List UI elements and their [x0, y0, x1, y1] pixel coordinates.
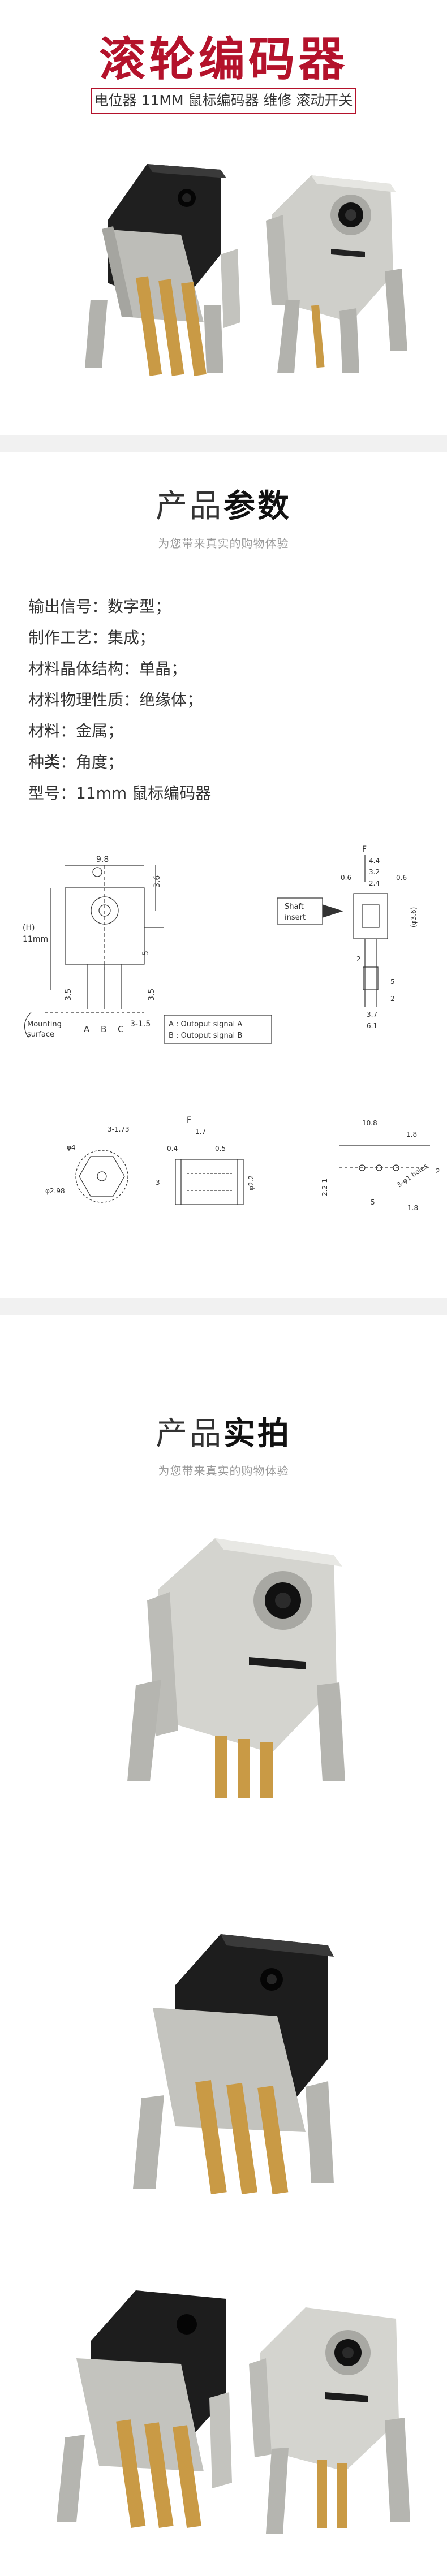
- dim-H: (H): [23, 924, 35, 933]
- dim-0-6-b: 0.6: [396, 874, 407, 882]
- dim-10-8: 10.8: [362, 1119, 377, 1127]
- dim-0-5: 0.5: [215, 1145, 226, 1153]
- dim-3: 3: [156, 1179, 160, 1186]
- mounting-label-2: surface: [27, 1030, 54, 1039]
- params-tagline: 为您带来真实的购物体验: [158, 537, 289, 550]
- shaft-label-2: insert: [285, 913, 306, 922]
- dim-6-1: 6.1: [367, 1022, 377, 1030]
- encoder-pair-photo: [85, 164, 407, 376]
- photos-title-bold: 实拍: [224, 1416, 291, 1452]
- photos-title-thin: 产品: [156, 1416, 224, 1452]
- photos-title: 产品实拍: [0, 1408, 447, 1454]
- spec-item: 材料：金属；: [28, 722, 124, 740]
- dim-3-2: 3.2: [369, 868, 380, 876]
- dimension-drawing-main: 9.8 3.6 5 (H) 11mm 3.5 3.5 3-1.5 A B C M…: [0, 843, 447, 1052]
- photo-dark-encoder: [91, 1917, 362, 2211]
- gray-divider: [0, 1298, 447, 1315]
- params-title-bold: 参数: [224, 488, 291, 525]
- mounting-label-1: Mounting: [27, 1020, 62, 1029]
- dim-5-bottom: 5: [371, 1198, 375, 1206]
- dim-1-8: 1.8: [406, 1130, 417, 1138]
- dim-1-7: 1.7: [195, 1128, 206, 1136]
- encoder-silver-right: [266, 175, 407, 373]
- pin-label-a: A: [84, 1024, 90, 1034]
- dim-11mm: 11mm: [23, 935, 48, 944]
- params-title-thin: 产品: [156, 488, 224, 525]
- dim-3-5-a: 3.5: [64, 989, 73, 1001]
- legend-signal-b: B : Outoput signal B: [169, 1032, 242, 1040]
- hero-section: 滚轮编码器 电位器 11MM 鼠标编码器 维修 滚动开关: [0, 0, 447, 435]
- dim-phi2-2: φ2.2: [247, 1175, 255, 1190]
- dim-0-6-a: 0.6: [341, 874, 351, 882]
- hero-product-photo: [34, 136, 419, 402]
- legend-signal-a: A : Outoput signal A: [169, 1020, 242, 1029]
- photo-silver-encoder: [79, 1516, 373, 1810]
- dim-1-8-b: 1.8: [407, 1204, 418, 1212]
- dim-3-phi1-holes: 3-φ1 holes: [396, 1162, 429, 1189]
- spec-item: 材料物理性质：绝缘体；: [28, 691, 203, 709]
- dimension-drawing-details: 3-1.73 φ4 φ2.98 F 1.7 0.4 0.5 3 φ2.2 10.…: [0, 1111, 447, 1258]
- dim-phi3-6: (φ3.6): [410, 907, 418, 927]
- dim-phi2-98: φ2.98: [45, 1187, 65, 1195]
- params-title: 产品参数: [0, 481, 447, 527]
- dim-0-4: 0.4: [167, 1145, 178, 1153]
- gray-divider: [0, 435, 447, 452]
- dim-9-8: 9.8: [96, 855, 109, 864]
- spec-item: 型号：11mm 鼠标编码器: [28, 784, 212, 802]
- spec-item: 种类：角度；: [28, 753, 124, 771]
- photos-tagline: 为您带来真实的购物体验: [158, 1464, 289, 1478]
- dim-F-2: F: [187, 1116, 191, 1125]
- dim-3-1-5: 3-1.5: [130, 1020, 151, 1029]
- dim-2-2-1: 2.2-1: [321, 1179, 329, 1196]
- dim-5-side: 5: [390, 978, 395, 986]
- hero-title: 滚轮编码器: [98, 33, 348, 87]
- params-heading: 产品参数 为您带来真实的购物体验: [0, 481, 447, 551]
- dim-2-b: 2: [390, 995, 395, 1003]
- hero-subtitle: 电位器 11MM 鼠标编码器 维修 滚动开关: [91, 88, 356, 114]
- dim-4-4: 4.4: [369, 857, 380, 865]
- spec-list: 输出信号：数字型； 制作工艺：集成； 材料晶体结构：单晶； 材料物理性质：绝缘体…: [28, 591, 424, 809]
- dim-3-1-73: 3-1.73: [108, 1125, 130, 1133]
- dim-F: F: [362, 845, 367, 854]
- pin-label-c: C: [118, 1024, 123, 1034]
- pin-label-b: B: [101, 1024, 106, 1034]
- shaft-label-1: Shaft: [285, 903, 304, 911]
- dim-2-right: 2: [436, 1167, 440, 1175]
- spec-item: 材料晶体结构：单晶；: [28, 659, 187, 678]
- dim-3-7: 3.7: [367, 1011, 377, 1019]
- dim-5: 5: [141, 951, 151, 956]
- dim-phi4: φ4: [67, 1144, 76, 1151]
- dim-2: 2: [356, 955, 361, 963]
- spec-item: 制作工艺：集成；: [28, 628, 156, 647]
- photo-encoder-pair: [23, 2268, 430, 2551]
- photos-heading: 产品实拍 为您带来真实的购物体验: [0, 1408, 447, 1478]
- dim-3-5-b: 3.5: [147, 989, 156, 1001]
- encoder-dark-left: [85, 164, 240, 376]
- spec-item: 输出信号：数字型；: [28, 597, 171, 616]
- dim-2-4: 2.4: [369, 879, 380, 887]
- dim-3-6: 3.6: [153, 875, 162, 888]
